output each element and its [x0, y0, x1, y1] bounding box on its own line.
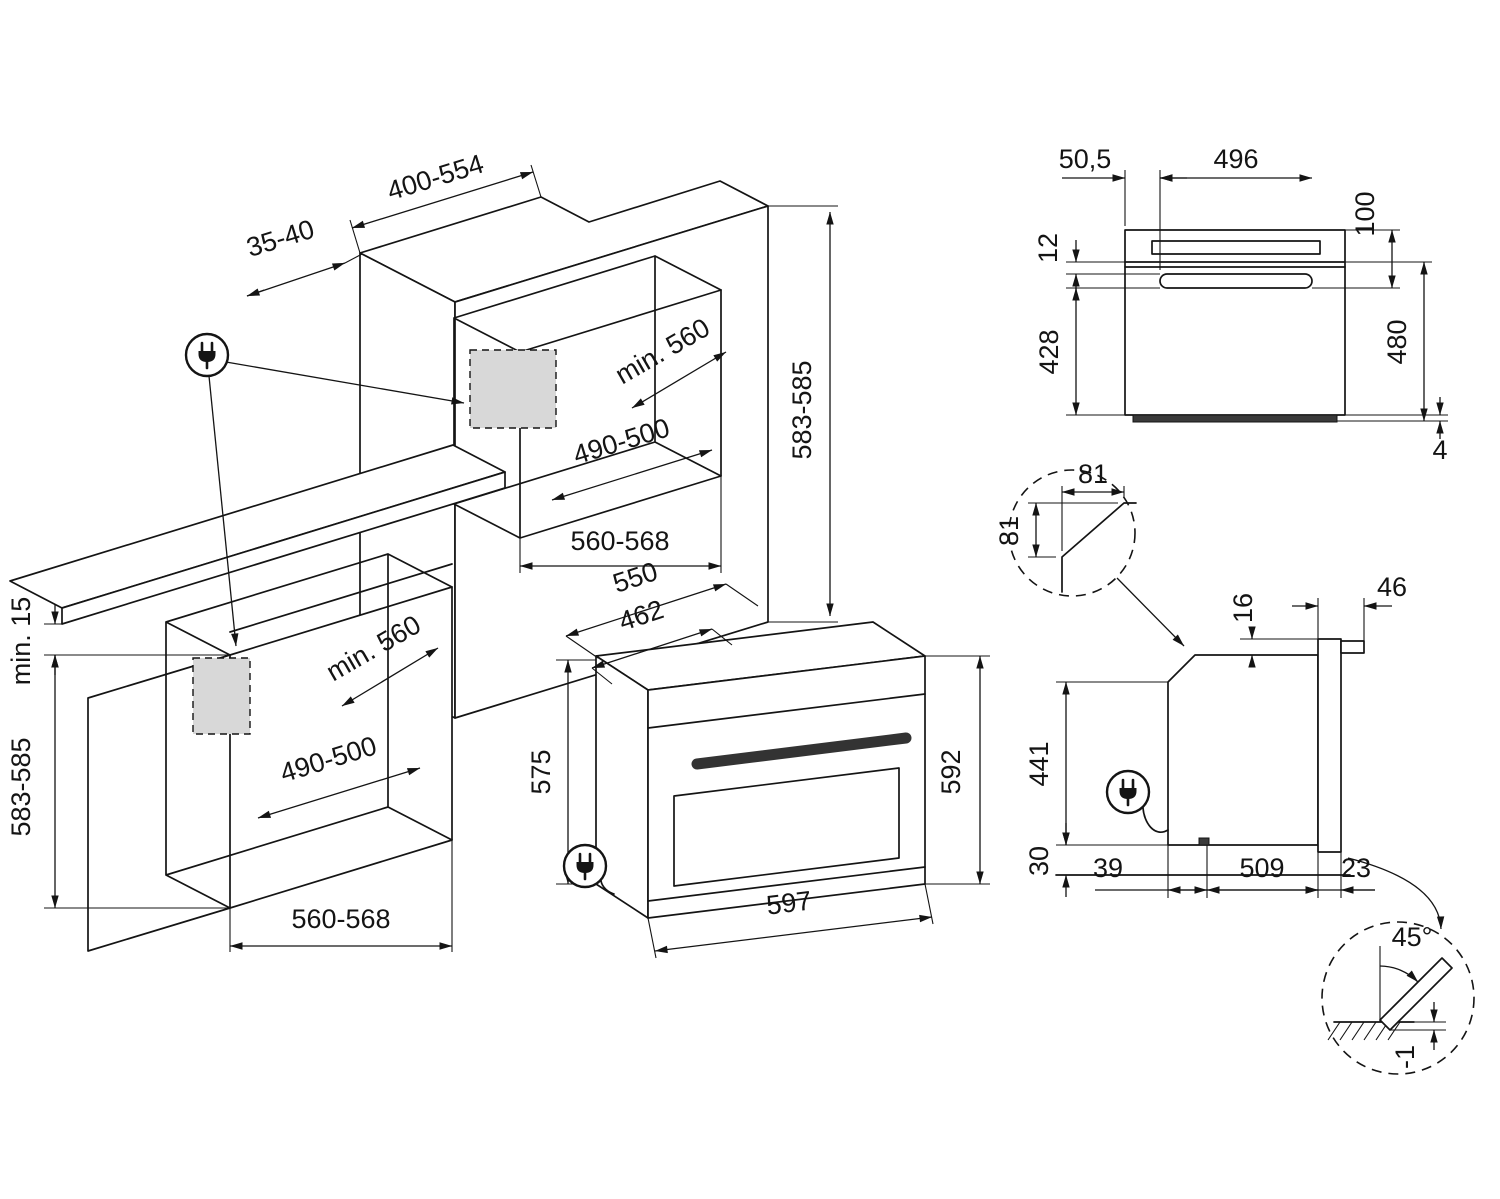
- power-plug-icon: [562, 843, 608, 889]
- oven-handle: [691, 732, 912, 770]
- side-top-gap-dim: 16: [1228, 593, 1258, 623]
- corner-chamfer-profile: [1061, 502, 1137, 593]
- side-door-thickness-dim: 23: [1341, 853, 1371, 883]
- base-left-panel: [87, 654, 231, 952]
- corner-detail: 81 81: [994, 459, 1185, 647]
- side-body: [1167, 654, 1319, 846]
- door-angle-detail: 45° -1: [1321, 921, 1475, 1075]
- column-top-width-dim: 400-554: [384, 149, 488, 207]
- front-side-offset-dim: 50,5: [1059, 144, 1112, 174]
- door-floor-clearance-dim: -1: [1390, 1045, 1420, 1069]
- side-door: [1317, 638, 1342, 853]
- open-door-section: [1379, 957, 1453, 1031]
- oven-control-panel-line: [647, 693, 926, 729]
- side-front-inset-dim: 39: [1093, 853, 1123, 883]
- oven-side-face: [595, 655, 649, 919]
- base-electrical-area: [192, 657, 251, 735]
- front-door-height-dim: 428: [1034, 329, 1064, 374]
- side-handle-overhang: [1340, 640, 1365, 654]
- oven-front-face: [647, 655, 926, 919]
- column-height-dim: 583-585: [787, 360, 817, 459]
- side-front-overhang-dim: 46: [1377, 572, 1407, 602]
- base-worktop-clearance-dim: min. 15: [6, 597, 36, 686]
- side-body-depth-dim: 509: [1239, 853, 1284, 883]
- side-body-height-dim: 441: [1024, 741, 1054, 786]
- column-top-offset-dim: 35-40: [243, 214, 318, 263]
- oven-door-glass: [673, 767, 900, 887]
- base-front-rail: [229, 563, 453, 633]
- front-plinth: [1132, 414, 1338, 423]
- front-panel-height-dim: 100: [1350, 191, 1380, 236]
- power-plug-icon: [1105, 769, 1151, 815]
- front-plinth-height-dim: 4: [1432, 435, 1447, 465]
- front-handle: [1159, 273, 1313, 289]
- base-niche-width-dim: 560-568: [291, 904, 390, 934]
- door-detail-circle: [1321, 921, 1475, 1075]
- oven-base-line: [647, 866, 926, 902]
- oven-front-view: 50,5 496 100 12 428 480 4: [1033, 144, 1448, 465]
- side-foot: [1198, 837, 1210, 846]
- oven-width-dim: 597: [765, 885, 813, 920]
- front-outline: [1124, 229, 1346, 416]
- front-body-height-dim: 480: [1382, 319, 1412, 364]
- base-cabinet-drawing: min. 15 583-585 min. 560 490-500 560-568: [6, 444, 506, 952]
- side-bottom-gap-dim: 30: [1024, 846, 1054, 876]
- corner-detail-circle: [1008, 469, 1136, 597]
- column-electrical-area: [469, 349, 557, 429]
- side-power-cord: [1142, 807, 1169, 833]
- column-niche-width-dim: 560-568: [570, 526, 669, 556]
- front-display: [1151, 240, 1321, 255]
- oven-height-front-dim: 592: [936, 749, 966, 794]
- worktop-front-face: [61, 471, 506, 625]
- floor-hatching: [1327, 1021, 1401, 1041]
- corner-cut-height-dim: 81: [994, 516, 1024, 546]
- oven-height-body-dim: 575: [526, 749, 556, 794]
- oven-side-view: 16 46 441 30 39 509 23: [1024, 572, 1445, 930]
- base-height-dim: 583-585: [6, 737, 36, 836]
- front-panel-lines: [1124, 261, 1346, 268]
- front-handle-width-dim: 496: [1213, 144, 1258, 174]
- front-gap-dim: 12: [1033, 233, 1063, 263]
- oven-isometric-drawing: 550 462 575 592 597: [526, 556, 990, 959]
- power-plug-icon: [184, 332, 465, 647]
- corner-cut-width-dim: 81: [1078, 459, 1108, 489]
- door-opening-angle-dim: 45°: [1392, 922, 1433, 952]
